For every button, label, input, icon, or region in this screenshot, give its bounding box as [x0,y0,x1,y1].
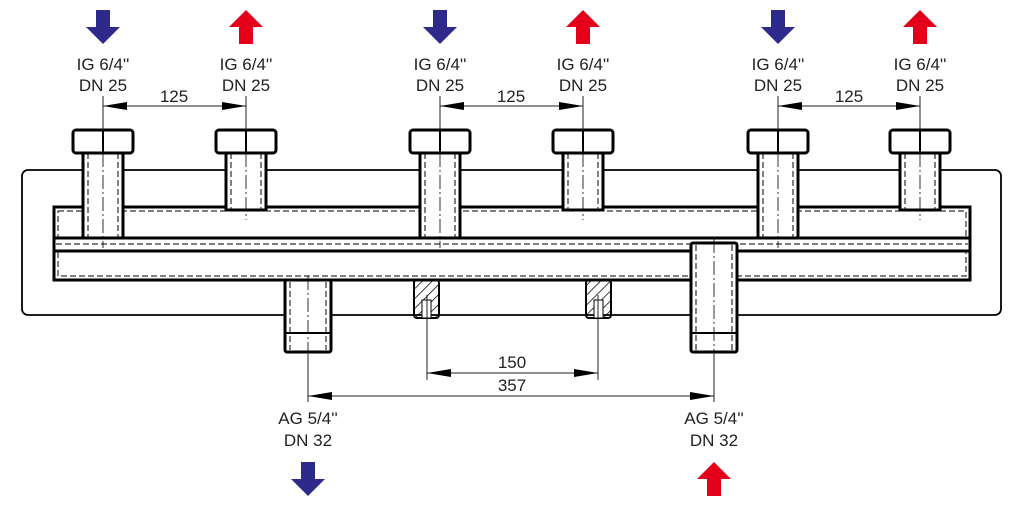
top-connection: IG 6/4'' DN 25 [551,10,615,220]
dimension-pair-2: 125 [440,87,583,110]
arrow-up-icon [229,10,263,44]
dn-label: DN 25 [896,76,944,95]
dn-label: DN 25 [754,76,802,95]
arrow-down-icon [86,10,120,44]
dn-label: DN 25 [559,76,607,95]
dn-label: DN 32 [284,431,332,450]
dimension-pair-1: 125 [103,87,246,110]
dimension-bottom: 357 [308,376,714,400]
manifold-header [52,205,972,282]
thread-label: AG 5/4'' [684,409,743,428]
thread-label: IG 6/4'' [77,55,130,74]
arrow-up-icon [903,10,937,44]
mounting-stud [585,279,612,380]
arrow-up-icon [566,10,600,44]
bottom-connection: AG 5/4'' DN 32 [278,276,338,496]
dn-label: DN 25 [79,76,127,95]
top-connection: IG 6/4'' DN 25 [71,10,135,248]
top-connection: IG 6/4'' DN 25 [746,10,810,248]
dimension-label: 150 [498,353,526,372]
top-connection: IG 6/4'' DN 25 [214,10,278,220]
thread-label: IG 6/4'' [220,55,273,74]
thread-label: IG 6/4'' [752,55,805,74]
dimension-pair-3: 125 [778,87,920,110]
dimension-label: 357 [498,376,526,395]
mounting-stud [413,279,440,380]
arrow-down-icon [291,462,325,496]
dn-label: DN 32 [690,431,738,450]
arrow-up-icon [697,462,731,496]
dimension-label: 125 [835,87,863,106]
dimension-label: 125 [497,87,525,106]
thread-label: IG 6/4'' [557,55,610,74]
dn-label: DN 25 [416,76,464,95]
top-connection: IG 6/4'' DN 25 [888,10,952,220]
dimension-label: 125 [160,87,188,106]
arrow-down-icon [423,10,457,44]
thread-label: IG 6/4'' [414,55,467,74]
thread-label: IG 6/4'' [894,55,947,74]
thread-label: AG 5/4'' [278,409,337,428]
dn-label: DN 25 [222,76,270,95]
insulation-shell [21,169,1002,316]
dimension-mount: 150 [427,353,598,377]
arrow-down-icon [761,10,795,44]
top-connection: IG 6/4'' DN 25 [408,10,472,248]
bottom-connection: AG 5/4'' DN 32 [684,239,744,496]
